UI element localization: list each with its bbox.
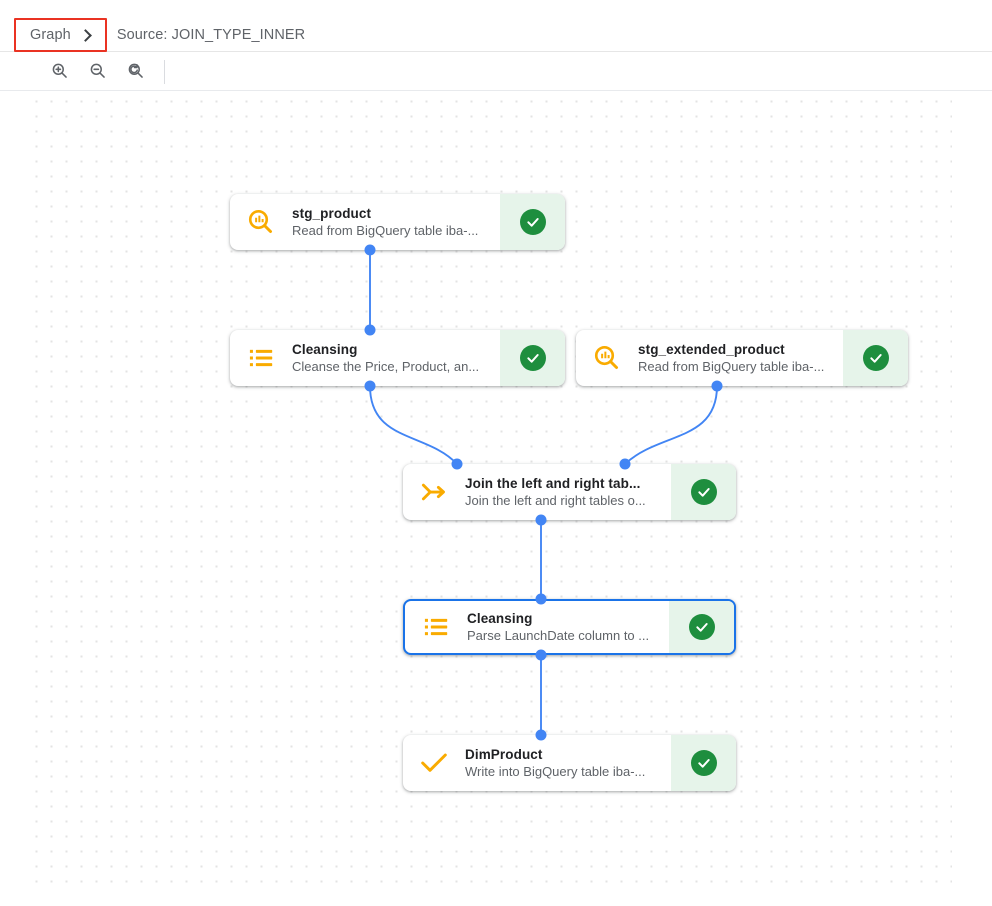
node-join[interactable]: Join the left and right tab... Join the … [403, 464, 736, 520]
port-join-out[interactable] [535, 514, 547, 526]
source-label: Source: JOIN_TYPE_INNER [116, 27, 306, 43]
node-stg-extended-product[interactable]: stg_extended_product Read from BigQuery … [576, 330, 908, 386]
bigquery-source-icon [576, 330, 638, 386]
check-circle-icon [519, 209, 546, 235]
magnifier-plus-icon [50, 61, 69, 83]
port-cleansing-in[interactable] [364, 324, 376, 336]
toolbar-divider [164, 59, 165, 84]
node-title: stg_extended_product [638, 342, 785, 357]
zoom-reset-button[interactable] [120, 57, 150, 87]
zoom-out-button[interactable] [82, 57, 112, 87]
port-cleansing-out[interactable] [364, 380, 376, 392]
port-cleansing2-in[interactable] [535, 593, 547, 605]
top-bar: Graph Source: JOIN_TYPE_INNER [0, 0, 992, 52]
write-check-icon [403, 735, 465, 791]
node-text: Cleansing Parse LaunchDate column to ... [467, 601, 669, 653]
node-title: DimProduct [465, 747, 543, 762]
node-text: stg_product Read from BigQuery table iba… [292, 194, 500, 250]
zoom-in-button[interactable] [44, 57, 74, 87]
node-status-panel [843, 330, 908, 386]
node-status-panel [671, 464, 736, 520]
node-subtitle: Join the left and right tables o... [465, 493, 646, 508]
check-circle-icon [862, 345, 889, 371]
node-stg-product[interactable]: stg_product Read from BigQuery table iba… [230, 194, 565, 250]
chevron-right-icon [81, 30, 91, 40]
port-cleansing2-out[interactable] [535, 649, 547, 661]
node-subtitle: Read from BigQuery table iba-... [292, 223, 479, 238]
node-text: Cleansing Cleanse the Price, Product, an… [292, 330, 500, 386]
node-text: stg_extended_product Read from BigQuery … [638, 330, 843, 386]
node-title: Cleansing [467, 611, 533, 626]
node-text: DimProduct Write into BigQuery table iba… [465, 735, 671, 791]
magnifier-minus-icon [88, 61, 107, 83]
check-circle-icon [688, 614, 715, 640]
node-status-panel [669, 601, 734, 653]
edge-stg-extended-to-join [624, 385, 718, 465]
check-circle-icon [519, 345, 546, 371]
breadcrumb-graph-item[interactable]: Graph [14, 18, 107, 52]
node-cleansing-2[interactable]: Cleansing Parse LaunchDate column to ... [403, 599, 736, 655]
node-subtitle: Cleanse the Price, Product, an... [292, 359, 480, 374]
node-title: Cleansing [292, 342, 358, 357]
node-title: stg_product [292, 206, 372, 221]
node-text: Join the left and right tab... Join the … [465, 464, 671, 520]
join-arrow-icon [403, 464, 465, 520]
port-stg-product-out[interactable] [364, 244, 376, 256]
node-cleansing-1[interactable]: Cleansing Cleanse the Price, Product, an… [230, 330, 565, 386]
check-circle-icon [690, 479, 717, 505]
node-status-panel [500, 330, 565, 386]
port-join-in-left[interactable] [451, 458, 463, 470]
port-join-in-right[interactable] [619, 458, 631, 470]
magnifier-reset-icon [126, 61, 145, 83]
node-dim-product[interactable]: DimProduct Write into BigQuery table iba… [403, 735, 736, 791]
node-subtitle: Read from BigQuery table iba-... [638, 359, 825, 374]
check-circle-icon [690, 750, 717, 776]
bigquery-source-icon [230, 194, 292, 250]
graph-canvas[interactable]: stg_product Read from BigQuery table iba… [27, 92, 952, 888]
node-subtitle: Write into BigQuery table iba-... [465, 764, 646, 779]
edge-cleansing-to-join [369, 385, 458, 465]
cleansing-list-icon [230, 330, 292, 386]
node-status-panel [500, 194, 565, 250]
node-title: Join the left and right tab... [465, 476, 641, 491]
breadcrumb-graph-label: Graph [30, 27, 71, 43]
node-subtitle: Parse LaunchDate column to ... [467, 628, 650, 643]
port-dimproduct-in[interactable] [535, 729, 547, 741]
breadcrumb: Graph Source: JOIN_TYPE_INNER [14, 18, 305, 52]
cleansing-list-icon [405, 601, 467, 653]
graph-toolbar [0, 53, 992, 91]
node-status-panel [671, 735, 736, 791]
port-stg-extended-out[interactable] [711, 380, 723, 392]
